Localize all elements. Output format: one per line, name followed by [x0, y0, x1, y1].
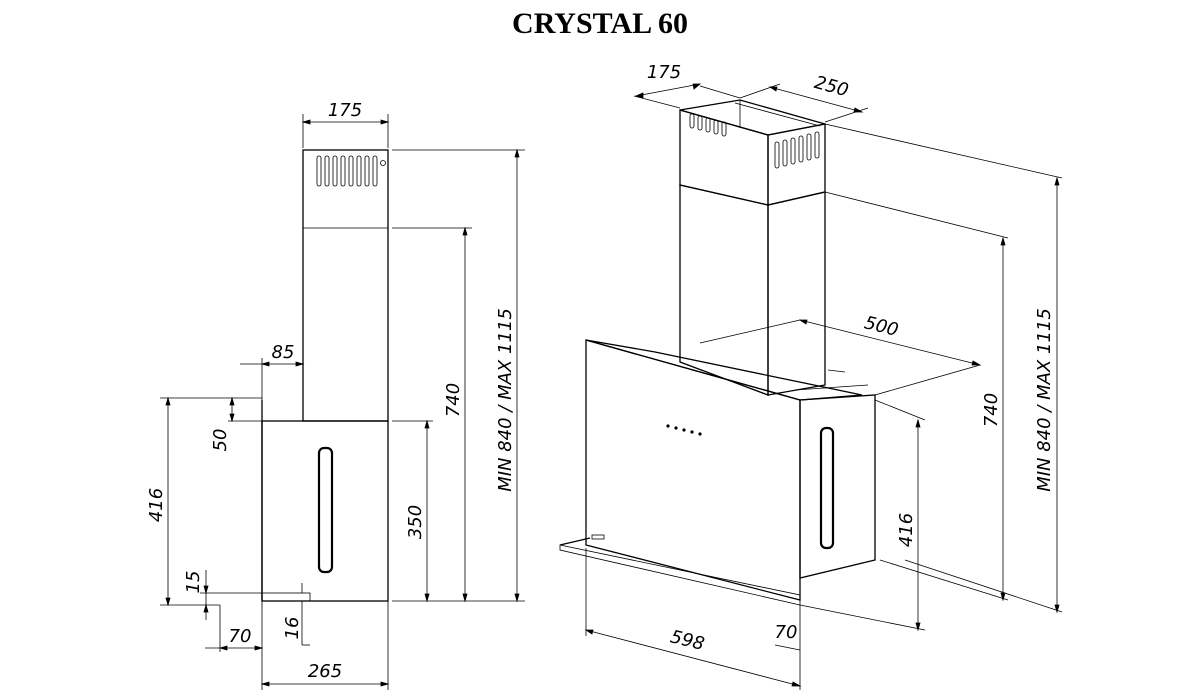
dim-side-hood-offset: 85 — [272, 342, 295, 363]
iso-hood-body — [794, 369, 876, 579]
side-chimney — [302, 149, 389, 422]
iso-vent-slots — [689, 113, 820, 169]
side-hood-body — [261, 400, 389, 602]
dim-iso-height-range: MIN 840 / MAX 1115 — [1034, 308, 1055, 492]
dim-iso-glass-height: 416 — [896, 513, 917, 547]
dim-side-bottom-gap: 15 — [183, 571, 204, 594]
dim-iso-chimney-depth: 175 — [647, 62, 681, 83]
dim-side-front-offset: 70 — [229, 626, 252, 647]
dim-side-glass-height: 416 — [146, 488, 167, 522]
vent-slots — [316, 155, 378, 187]
control-buttons-icon — [666, 424, 702, 436]
dim-iso-width: 598 — [668, 626, 706, 655]
dim-side-top-gap: 50 — [210, 429, 231, 452]
dim-side-total-depth: 265 — [308, 661, 342, 682]
screw-icon — [380, 160, 386, 166]
drawing-title: CRYSTAL 60 — [512, 7, 688, 40]
dim-side-lower-chimney: 740 — [443, 383, 464, 417]
dim-side-height-range: MIN 840 / MAX 1115 — [495, 308, 516, 492]
dim-iso-chimney-width: 250 — [812, 72, 851, 101]
iso-glass-panel — [559, 339, 863, 606]
dim-iso-lower-chimney: 740 — [981, 393, 1002, 427]
dim-side-body-height: 350 — [405, 505, 426, 539]
side-view: 175 85 MIN 840 / MAX 1115 740 — [146, 100, 525, 690]
dim-iso-front-offset: 70 — [775, 622, 798, 643]
iso-chimney-lower — [679, 184, 826, 396]
dim-side-base-gap: 16 — [282, 617, 303, 640]
dim-side-chimney-depth: 175 — [328, 100, 362, 121]
iso-view: 175 250 500 740 MIN 840 / MAX 1 — [559, 62, 1063, 690]
